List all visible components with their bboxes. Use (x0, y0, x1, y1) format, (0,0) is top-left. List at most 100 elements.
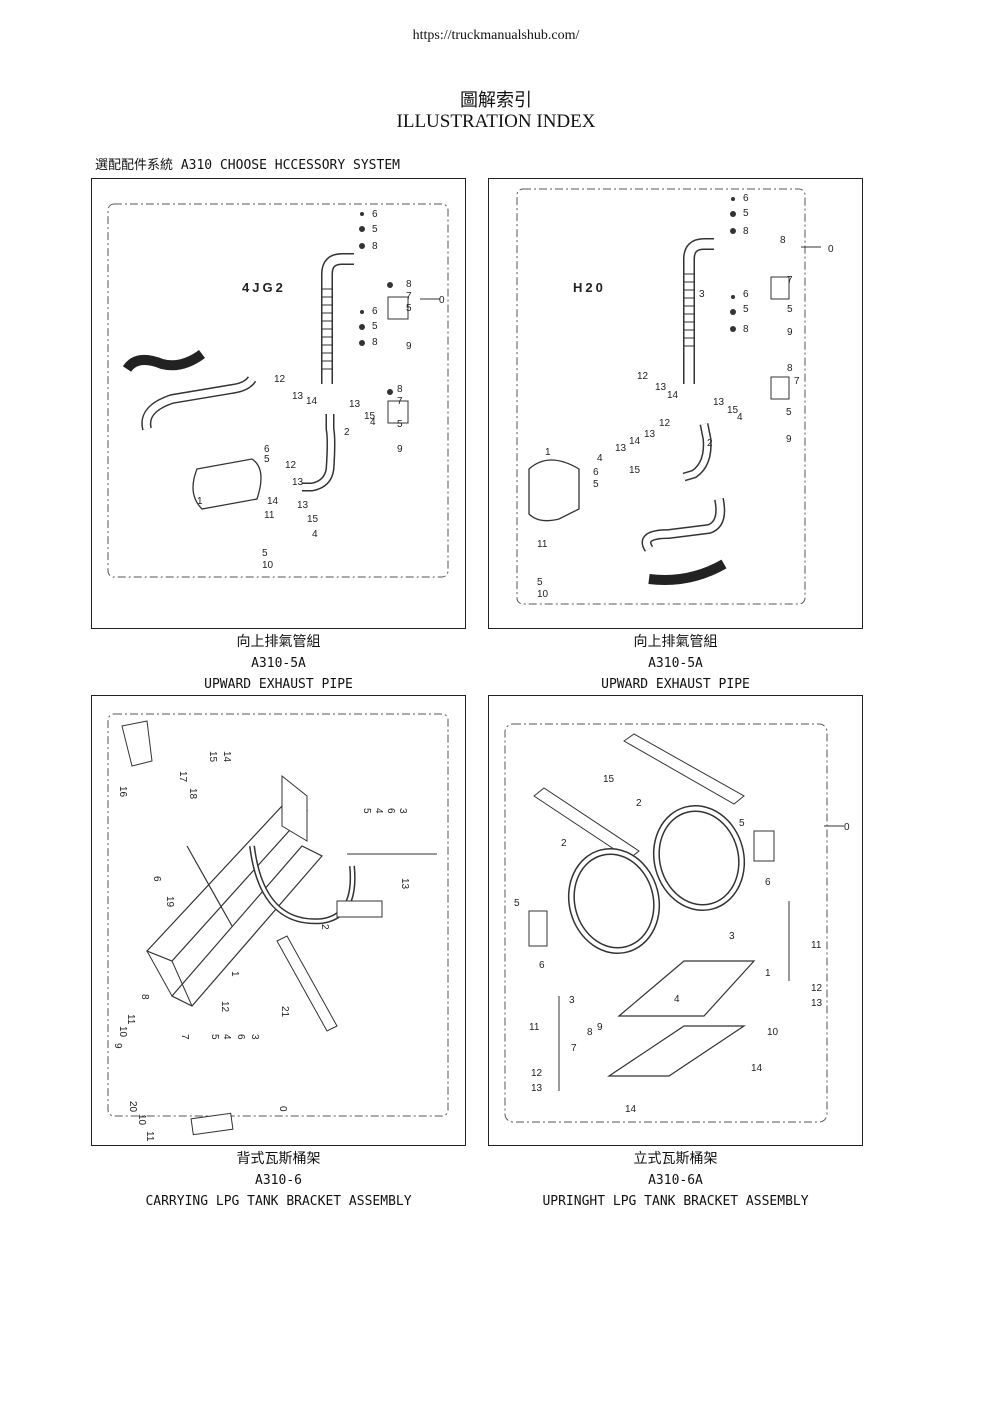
exhaust-4jg2-drawing: 4JG2 658 658 (107, 203, 449, 578)
svg-text:5: 5 (406, 303, 412, 314)
svg-text:2: 2 (344, 427, 350, 438)
svg-text:2: 2 (319, 924, 330, 930)
svg-text:15: 15 (364, 411, 376, 422)
svg-text:3: 3 (729, 931, 735, 942)
svg-text:6: 6 (235, 1034, 246, 1040)
caption-4-chinese: 立式瓦斯桶架 (633, 1151, 718, 1167)
svg-text:10: 10 (537, 589, 549, 600)
svg-text:15: 15 (727, 405, 739, 416)
svg-text:6: 6 (743, 193, 749, 204)
svg-text:14: 14 (667, 390, 679, 401)
caption-panel-4: 立式瓦斯桶架 A310-6A UPRINGHT LPG TANK BRACKET… (488, 1149, 863, 1212)
svg-text:1: 1 (545, 447, 551, 458)
svg-text:12: 12 (811, 983, 823, 994)
svg-text:6: 6 (151, 876, 162, 882)
svg-text:11: 11 (144, 1131, 155, 1142)
svg-text:4: 4 (370, 417, 376, 428)
svg-text:5: 5 (743, 304, 749, 315)
svg-text:14: 14 (751, 1063, 763, 1074)
svg-text:6: 6 (539, 960, 545, 971)
source-url[interactable]: https://truckmanualshub.com/ (412, 28, 580, 43)
engine-label-4jg2: 4JG2 (242, 280, 286, 295)
svg-text:12: 12 (219, 1001, 230, 1013)
svg-text:7: 7 (571, 1043, 577, 1054)
svg-text:13: 13 (615, 443, 627, 454)
svg-text:15: 15 (207, 751, 218, 763)
svg-text:3: 3 (397, 808, 408, 814)
svg-text:7: 7 (787, 275, 793, 286)
svg-text:16: 16 (117, 786, 128, 798)
caption-1-code: A310-5A (251, 656, 306, 671)
svg-text:4: 4 (674, 994, 680, 1005)
svg-text:7: 7 (179, 1034, 190, 1040)
svg-text:18: 18 (187, 788, 198, 800)
svg-text:9: 9 (786, 434, 792, 445)
svg-text:11: 11 (811, 940, 822, 951)
svg-text:4: 4 (312, 529, 318, 540)
svg-text:7: 7 (794, 376, 800, 387)
svg-text:6: 6 (372, 209, 378, 220)
caption-2-english: UPWARD EXHAUST PIPE (601, 677, 750, 692)
svg-text:13: 13 (292, 477, 304, 488)
caption-panel-2: 向上排氣管組 A310-5A UPWARD EXHAUST PIPE (488, 632, 863, 695)
svg-text:0: 0 (844, 822, 850, 833)
svg-text:9: 9 (406, 341, 412, 352)
svg-text:0: 0 (828, 244, 834, 255)
caption-panel-3: 背式瓦斯桶架 A310-6 CARRYING LPG TANK BRACKET … (91, 1149, 466, 1212)
svg-text:4: 4 (221, 1034, 232, 1040)
svg-text:12: 12 (659, 418, 671, 429)
svg-text:8: 8 (139, 994, 150, 1000)
svg-text:14: 14 (306, 396, 318, 407)
svg-text:13: 13 (644, 429, 656, 440)
caption-3-code: A310-6 (255, 1173, 302, 1188)
svg-text:12: 12 (274, 374, 286, 385)
svg-text:9: 9 (787, 327, 793, 338)
caption-4-code: A310-6A (648, 1173, 703, 1188)
svg-text:4: 4 (737, 412, 743, 423)
caption-panel-1: 向上排氣管組 A310-5A UPWARD EXHAUST PIPE (91, 632, 466, 695)
svg-text:15: 15 (603, 774, 615, 785)
svg-text:5: 5 (786, 407, 792, 418)
svg-text:11: 11 (529, 1022, 540, 1033)
svg-text:8: 8 (406, 279, 412, 290)
svg-text:8: 8 (587, 1027, 593, 1038)
svg-text:2: 2 (561, 838, 567, 849)
svg-text:5: 5 (397, 419, 403, 430)
svg-text:5: 5 (787, 304, 793, 315)
svg-text:11: 11 (537, 539, 548, 550)
svg-text:11: 11 (125, 1014, 136, 1025)
caption-2-code: A310-5A (648, 656, 703, 671)
svg-text:12: 12 (285, 460, 297, 471)
svg-text:8: 8 (397, 384, 403, 395)
caption-4-english: UPRINGHT LPG TANK BRACKET ASSEMBLY (542, 1194, 809, 1209)
svg-text:9: 9 (112, 1043, 123, 1049)
caption-3-chinese: 背式瓦斯桶架 (236, 1151, 321, 1167)
svg-text:10: 10 (117, 1026, 128, 1038)
svg-text:8: 8 (780, 235, 786, 246)
svg-text:13: 13 (655, 382, 667, 393)
svg-text:10: 10 (767, 1027, 779, 1038)
svg-text:13: 13 (399, 878, 410, 890)
caption-1-english: UPWARD EXHAUST PIPE (204, 677, 353, 692)
section-label: 選配配件系統 A310 CHOOSE HCCESSORY SYSTEM (95, 158, 400, 173)
svg-text:2: 2 (707, 438, 713, 449)
svg-text:3: 3 (699, 289, 705, 300)
svg-text:14: 14 (267, 496, 279, 507)
svg-text:14: 14 (625, 1104, 637, 1115)
svg-text:8: 8 (372, 241, 378, 252)
svg-text:5: 5 (593, 479, 599, 490)
svg-text:10: 10 (136, 1114, 147, 1126)
svg-text:5: 5 (361, 808, 372, 814)
svg-text:13: 13 (292, 391, 304, 402)
svg-text:8: 8 (743, 324, 749, 335)
svg-text:4: 4 (373, 808, 384, 814)
svg-text:8: 8 (787, 363, 793, 374)
svg-text:15: 15 (629, 465, 641, 476)
svg-text:13: 13 (811, 998, 823, 1009)
svg-text:5: 5 (537, 577, 543, 588)
svg-text:5: 5 (264, 454, 270, 465)
